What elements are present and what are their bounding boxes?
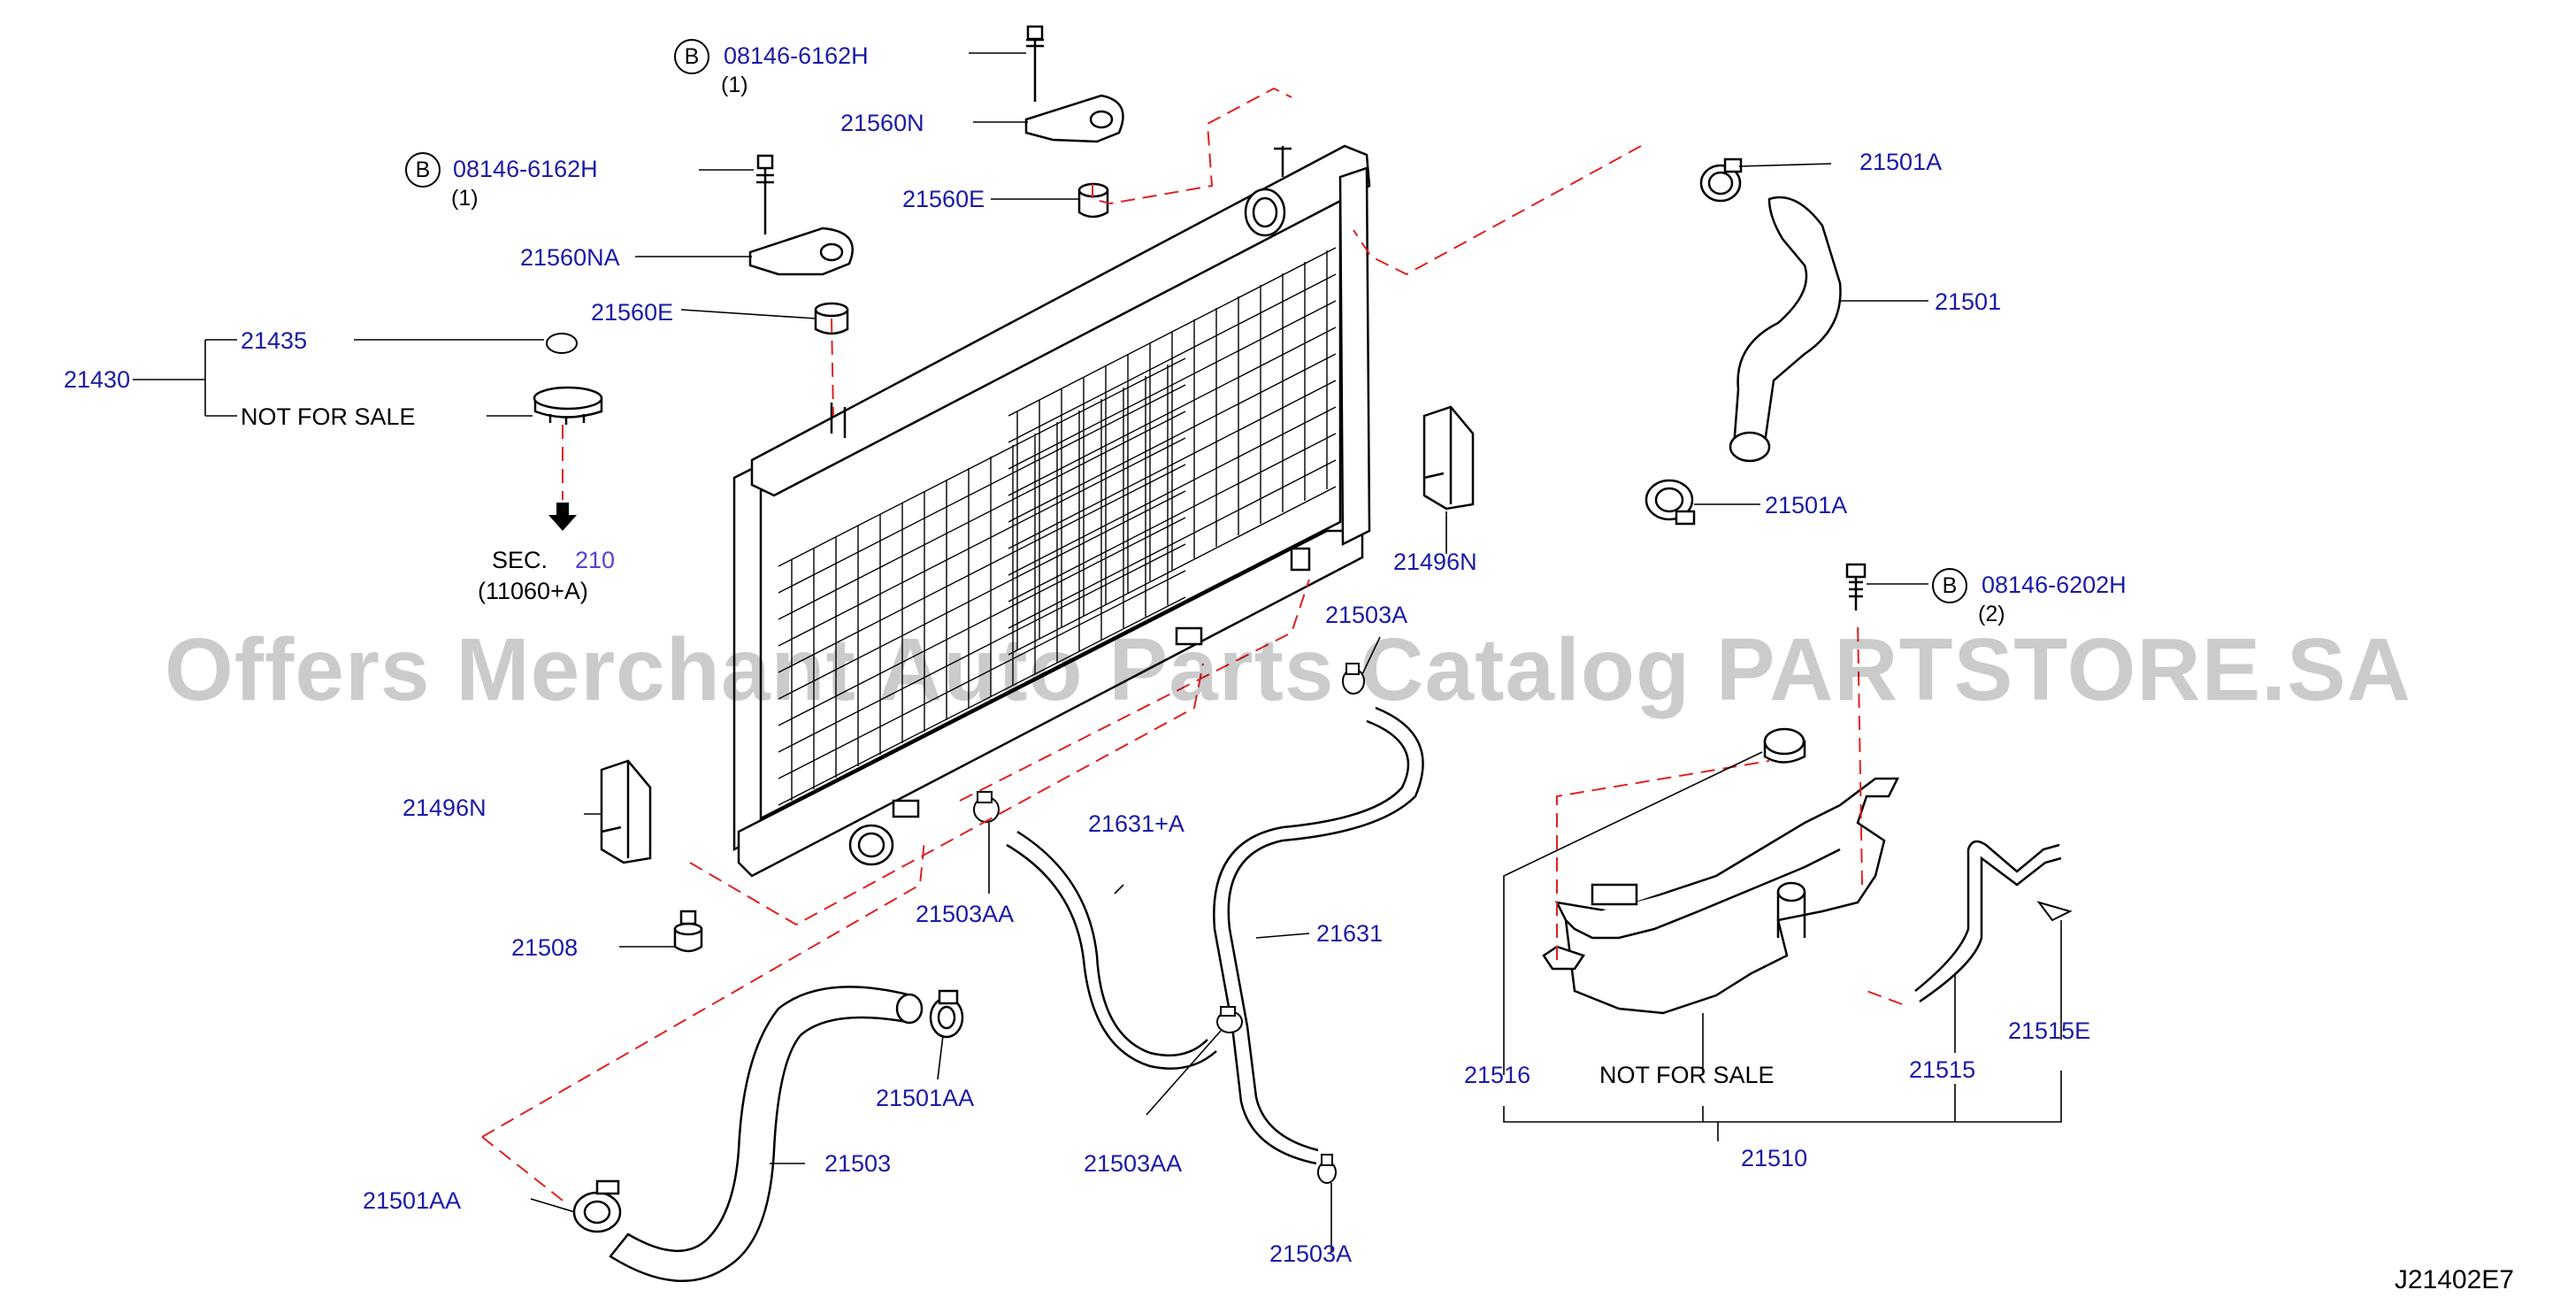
bolt-08146-6202H [1845, 563, 1867, 610]
label-21503AA-a: 21503AA [916, 901, 1015, 927]
radiator-cap [533, 386, 603, 425]
label-21503: 21503 [824, 1150, 892, 1177]
diagram-code: J21402E7 [2394, 1265, 2514, 1294]
clip-21515E [2036, 901, 2073, 922]
clamp-21501AA-mid [929, 989, 964, 1039]
label-21631: 21631 [1316, 920, 1384, 947]
air-guide-21496N-left [600, 759, 652, 864]
label-21503A-bot: 21503A [1269, 1240, 1353, 1267]
dashed-guides [481, 87, 1903, 1204]
label-21503AA-b: 21503AA [1084, 1150, 1183, 1177]
label-21560N: 21560N [840, 110, 924, 136]
label-not-for-sale-cap: NOT FOR SALE [241, 403, 416, 430]
seal-21435 [546, 333, 578, 354]
label-bolt-b2: 08146-6162H [453, 156, 598, 182]
label-21560E-top: 21560E [902, 186, 985, 212]
label-bolt-b3: 08146-6202H [1982, 572, 2127, 598]
label-21560NA: 21560NA [520, 244, 620, 271]
label-sec-prefix: SEC. [492, 547, 548, 573]
label-bolt-b2-qty: (1) [451, 186, 479, 211]
reservoir-cap [1763, 727, 1806, 764]
watermark: Offers Merchant Auto Parts Catalog PARTS… [165, 620, 2411, 719]
label-21515: 21515 [1909, 1056, 1976, 1083]
label-bolt-b3-qty: (2) [1978, 602, 2005, 626]
label-21496N-right: 21496N [1393, 549, 1477, 575]
reservoir-tank [1542, 777, 1900, 1015]
label-21501A-top: 21501A [1859, 149, 1943, 175]
clamp-21501A-bot [1644, 479, 1696, 526]
clamp-21501AA-left [572, 1179, 622, 1233]
label-21501AA-left: 21501AA [363, 1187, 462, 1214]
b-badge-2: B [405, 152, 441, 188]
label-bolt-b1: 08146-6162H [724, 42, 869, 69]
clamp-21503A-bot [1317, 1154, 1337, 1184]
clamp-21503A-top [1342, 663, 1365, 695]
sec-arrow [548, 503, 577, 531]
hose-21631A [1006, 830, 1217, 1070]
label-not-for-sale-tank: NOT FOR SALE [1599, 1062, 1775, 1088]
b-badge-3: B [1932, 568, 1967, 603]
label-21503A-top: 21503A [1325, 602, 1408, 628]
radiator-core [732, 144, 1371, 878]
label-21501AA-mid: 21501AA [876, 1085, 975, 1111]
bracket-21560NA [748, 154, 854, 276]
label-21501: 21501 [1935, 288, 2002, 315]
hose-21631 [1213, 706, 1424, 1165]
air-guide-21496N-right [1422, 405, 1475, 511]
bracket-21560N [1024, 25, 1124, 143]
label-21435: 21435 [241, 327, 308, 354]
label-21510: 21510 [1741, 1145, 1808, 1171]
label-21560E-mid: 21560E [591, 299, 674, 326]
label-21430: 21430 [64, 366, 131, 393]
label-21631A: 21631+A [1088, 810, 1184, 837]
hose-21503 [609, 986, 924, 1283]
label-sec-num: 210 [575, 547, 616, 573]
label-21508: 21508 [511, 934, 579, 961]
overflow-hose-21515 [1914, 840, 2062, 1003]
label-21516: 21516 [1464, 1062, 1531, 1088]
clamp-21503AA-a [973, 791, 1000, 823]
clamp-21503AA-b [1216, 1006, 1243, 1033]
label-21496N-left: 21496N [402, 795, 487, 821]
label-21501A-bot: 21501A [1765, 492, 1848, 518]
label-bolt-b1-qty: (1) [721, 73, 748, 97]
leader-lines [133, 52, 2062, 1252]
drain-plug-21508 [673, 910, 703, 953]
hose-21501 [1729, 196, 1842, 463]
label-21515E: 21515E [2008, 1017, 2091, 1044]
label-sec-sub: (11060+A) [478, 578, 588, 604]
clamp-21501A-top [1699, 157, 1743, 203]
b-badge-1: B [674, 39, 709, 74]
